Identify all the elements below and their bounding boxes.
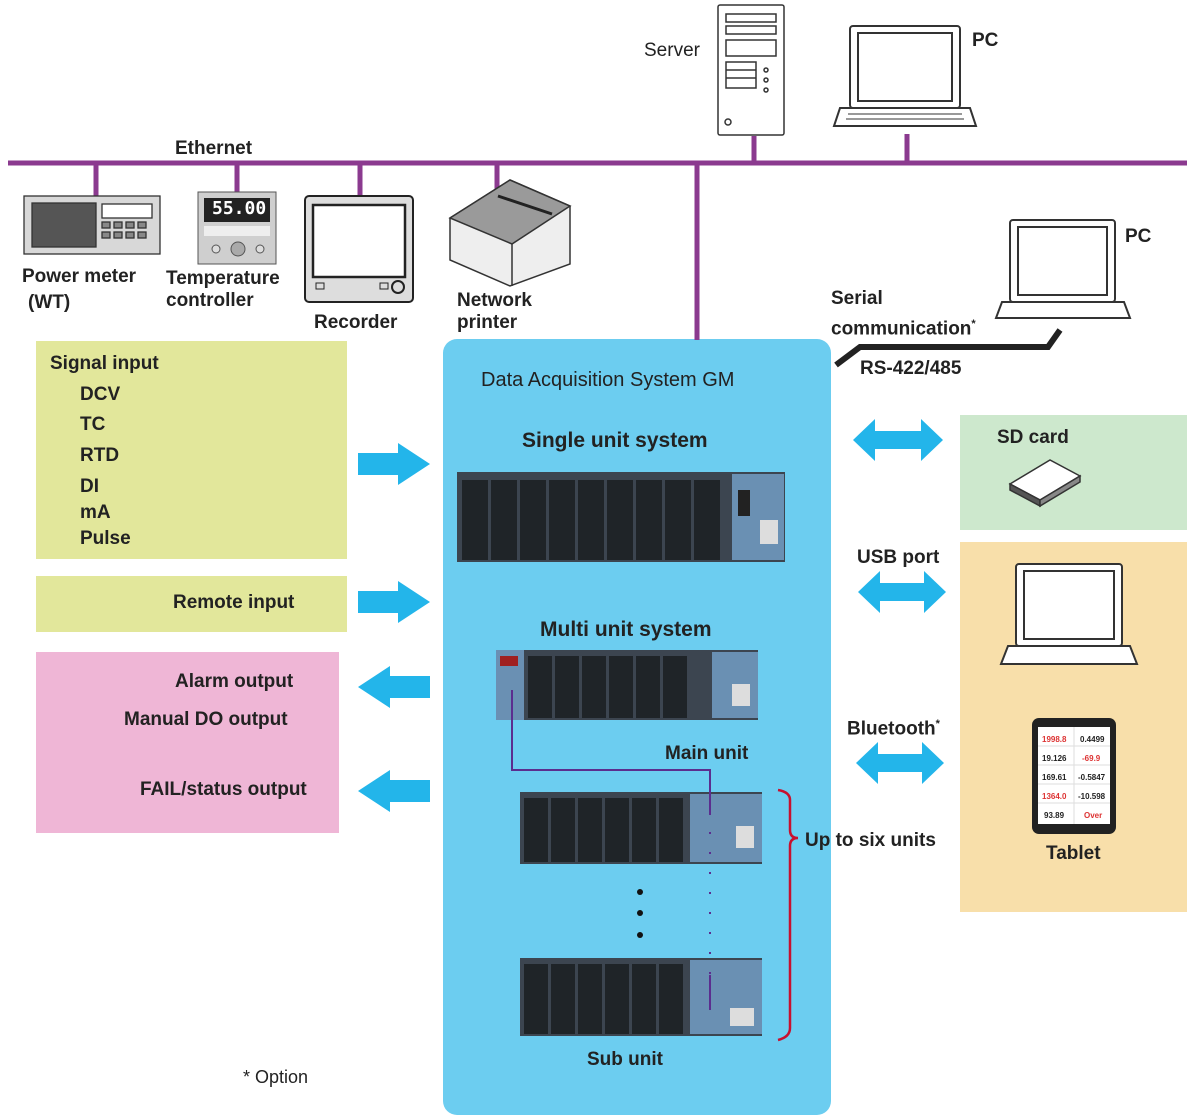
sd-card-label: SD card — [997, 427, 1069, 448]
serial-label-2: communication* — [831, 318, 976, 340]
power-meter-label: Power meter — [22, 266, 137, 287]
main-unit-module — [496, 650, 758, 720]
tablet-value: 19.126 — [1042, 754, 1067, 763]
ethernet-label: Ethernet — [175, 138, 253, 159]
remote-input-box — [36, 576, 347, 632]
laptop-icon-top — [832, 25, 978, 127]
unit-link-cable — [511, 690, 711, 815]
laptop-icon-usb — [999, 563, 1139, 665]
up-to-six-units-label: Up to six units — [805, 830, 936, 851]
tablet-value: Over — [1084, 811, 1103, 820]
pc-serial-label: PC — [1125, 226, 1152, 247]
signal-item-ma: mA — [80, 502, 111, 523]
main-unit-label: Main unit — [665, 743, 749, 764]
serial-cable — [834, 328, 1063, 368]
alarm-output-label: Alarm output — [175, 671, 294, 692]
fail-status-output-label: FAIL/status output — [140, 779, 307, 800]
sub-unit-module-1 — [520, 792, 762, 864]
signal-item-di: DI — [80, 476, 99, 497]
server-label: Server — [644, 40, 700, 61]
tablet-value: 169.61 — [1042, 773, 1067, 782]
signal-input-title: Signal input — [50, 353, 159, 374]
gm-title: Data Acquisition System GM — [481, 369, 735, 391]
server-icon — [717, 4, 785, 136]
tablet-value: 0.4499 — [1080, 735, 1105, 744]
tablet-value: -69.9 — [1082, 754, 1101, 763]
network-printer-icon — [448, 179, 572, 287]
tablet-icon — [1032, 718, 1116, 834]
rs-protocol-label: RS-422/485 — [860, 358, 962, 379]
single-unit-module — [457, 472, 785, 562]
tablet-value: 93.89 — [1044, 811, 1065, 820]
signal-item-tc: TC — [80, 414, 106, 435]
usb-port-label: USB port — [857, 547, 940, 568]
power-meter-sub-label: (WT) — [28, 292, 71, 313]
recorder-label: Recorder — [314, 312, 398, 333]
tablet-value: 1364.0 — [1042, 792, 1067, 801]
sd-card-icon — [1008, 459, 1082, 508]
temp-controller-label-2: controller — [166, 290, 254, 311]
temp-display-value: 55.00 — [212, 198, 267, 219]
output-box — [36, 652, 339, 833]
tablet-value: 1998.8 — [1042, 735, 1067, 744]
tablet-value: -0.5847 — [1078, 773, 1106, 782]
signal-input-box — [36, 341, 347, 559]
temp-controller-label-1: Temperature — [166, 268, 280, 289]
sub-unit-module-2 — [520, 958, 762, 1036]
manual-do-output-label: Manual DO output — [124, 709, 288, 730]
ellipsis-dots — [637, 889, 643, 938]
signal-item-pulse: Pulse — [80, 528, 131, 549]
laptop-icon-serial — [994, 219, 1132, 319]
single-unit-title: Single unit system — [522, 429, 708, 452]
pc-top-label: PC — [972, 30, 999, 51]
arrows — [358, 419, 946, 812]
sub-unit-label: Sub unit — [587, 1049, 663, 1070]
footnote-option: * Option — [243, 1067, 309, 1087]
remote-input-label: Remote input — [173, 592, 295, 613]
network-printer-label-1: Network — [457, 290, 532, 311]
power-meter-icon — [23, 195, 161, 255]
network-printer-label-2: printer — [457, 312, 518, 333]
temperature-controller-icon — [197, 191, 277, 265]
tablet-label: Tablet — [1046, 843, 1101, 864]
bracket-up-to-six — [777, 788, 799, 1042]
recorder-icon — [304, 195, 414, 303]
bluetooth-label: Bluetooth* — [847, 718, 940, 740]
serial-label-1: Serial — [831, 288, 883, 309]
signal-item-dcv: DCV — [80, 384, 121, 405]
signal-item-rtd: RTD — [80, 445, 120, 466]
multi-unit-title: Multi unit system — [540, 618, 712, 641]
tablet-screen-values: 1998.8 0.4499 19.126 -69.9 169.61 -0.584… — [1038, 729, 1110, 824]
tablet-value: -10.598 — [1078, 792, 1106, 801]
